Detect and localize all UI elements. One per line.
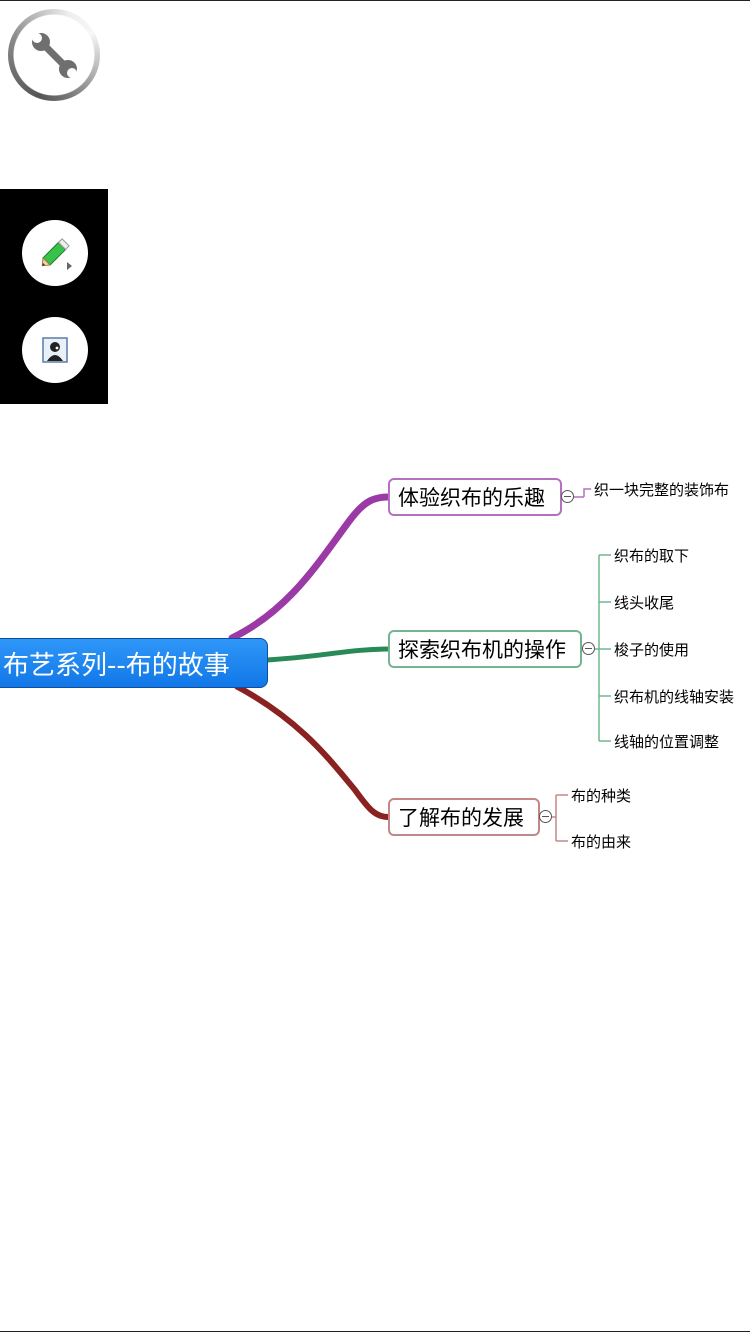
connector-branch-2: [265, 646, 389, 663]
branch-topic-understand[interactable]: 了解布的发展: [388, 798, 540, 836]
branch-topic-explore[interactable]: 探索织布机的操作: [388, 630, 582, 668]
pen-tool-button[interactable]: [22, 220, 88, 286]
bottom-border: [0, 1331, 750, 1332]
subtopic-item[interactable]: 布的由来: [571, 833, 632, 851]
collapse-toggle-icon[interactable]: [539, 810, 552, 823]
branch-topic-label: 了解布的发展: [398, 806, 524, 830]
connector-branch-1: [228, 493, 392, 642]
collapse-toggle-icon[interactable]: [561, 490, 574, 503]
branch-topic-experience[interactable]: 体验织布的乐趣: [388, 478, 562, 516]
central-topic-label: 布艺系列--布的故事: [3, 650, 230, 681]
connector-branch-1-thin: [231, 496, 389, 639]
image-tool-button[interactable]: [22, 317, 88, 383]
top-border: [0, 0, 750, 1]
subtopic-item[interactable]: 织布的取下: [614, 547, 690, 565]
subtopic-item[interactable]: 织布机的线轴安装: [614, 688, 735, 706]
dropdown-arrow-icon: [67, 262, 72, 270]
subtopic-item[interactable]: 织一块完整的装饰布: [594, 481, 730, 499]
branch-topic-label: 体验织布的乐趣: [398, 486, 545, 510]
subtopic-item[interactable]: 梭子的使用: [614, 641, 690, 659]
subtopic-item[interactable]: 线轴的位置调整: [614, 733, 720, 751]
wrench-icon: [32, 33, 77, 78]
subtopic-item[interactable]: 布的种类: [571, 787, 632, 805]
subtopic-item[interactable]: 线头收尾: [614, 594, 675, 612]
branch-topic-label: 探索织布机的操作: [398, 638, 566, 662]
side-tool-panel: [0, 189, 108, 404]
settings-button[interactable]: [8, 9, 100, 101]
collapse-toggle-icon[interactable]: [582, 642, 595, 655]
pencil-eraser-icon: [41, 238, 70, 267]
central-topic[interactable]: 布艺系列--布的故事: [0, 638, 268, 688]
connector-branch-3: [234, 683, 389, 820]
portrait-image-icon: [42, 337, 68, 363]
